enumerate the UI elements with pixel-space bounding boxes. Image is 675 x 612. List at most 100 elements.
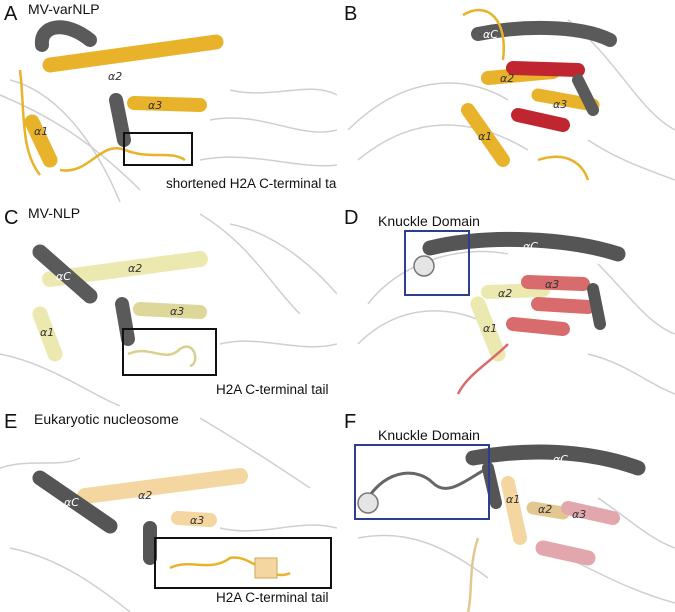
label-ac: αC bbox=[553, 453, 568, 466]
label-a3: α3 bbox=[553, 98, 567, 111]
panel-title-a: MV-varNLP bbox=[28, 1, 100, 17]
helix-ac bbox=[471, 20, 617, 47]
label-a2: α2 bbox=[538, 503, 552, 516]
label-a3: α3 bbox=[148, 99, 162, 112]
background-dna-strands bbox=[0, 79, 337, 202]
helix-a1 bbox=[470, 296, 506, 362]
tail-coil bbox=[254, 557, 278, 579]
knuckle-domain-box-d bbox=[404, 230, 470, 296]
helix-partner bbox=[572, 74, 599, 116]
histone-helices bbox=[461, 8, 617, 181]
knuckle-head bbox=[357, 492, 379, 514]
panel-letter-e: E bbox=[4, 411, 18, 433]
panel-a: αC α2 α3 α1 A MV-varNLP shortened H2A C-… bbox=[0, 0, 337, 202]
helix-a2-salmon bbox=[531, 297, 595, 314]
label-ac: αC bbox=[523, 240, 538, 253]
panel-f: αC α2 α3 α1 F Knuckle Domain bbox=[338, 408, 675, 612]
panel-caption-a: shortened H2A C-terminal tail bbox=[166, 176, 337, 191]
label-a2: α2 bbox=[138, 489, 152, 502]
background-dna-strands bbox=[0, 417, 337, 612]
helix-a1 bbox=[501, 476, 527, 545]
helix-a2 bbox=[42, 34, 224, 73]
helix-a1 bbox=[32, 306, 63, 362]
helix-a2-lower bbox=[506, 317, 570, 336]
helix-a3 bbox=[127, 96, 207, 112]
loop-trace bbox=[462, 8, 590, 181]
helix-a2-tan bbox=[526, 501, 570, 520]
label-a2: α2 bbox=[498, 287, 512, 300]
panel-letter-f: F bbox=[344, 411, 357, 433]
helix-a3-partner bbox=[109, 93, 131, 147]
knuckle-head bbox=[413, 255, 435, 277]
label-a3: α3 bbox=[545, 278, 559, 291]
label-a1: α1 bbox=[483, 322, 497, 335]
helix-partner bbox=[587, 283, 606, 330]
panel-title-c: MV-NLP bbox=[28, 205, 81, 221]
helix-partner bbox=[115, 297, 135, 346]
helix-a1 bbox=[24, 114, 58, 168]
label-a1: α1 bbox=[478, 130, 492, 143]
panel-letter-a: A bbox=[4, 3, 18, 25]
label-ac: αC bbox=[56, 270, 71, 283]
helix-ac bbox=[32, 244, 98, 304]
panel-letter-b: B bbox=[344, 3, 358, 25]
helix-a3 bbox=[171, 511, 217, 527]
label-a1: α1 bbox=[506, 493, 520, 506]
panel-caption-c: H2A C-terminal tail bbox=[216, 382, 329, 397]
loop-trace bbox=[456, 343, 509, 395]
label-a1: α1 bbox=[40, 326, 54, 339]
helix-ac bbox=[465, 444, 646, 476]
helix-a2-yellow bbox=[481, 283, 550, 299]
knuckle-domain-box-f bbox=[354, 444, 490, 520]
helix-a2-red bbox=[511, 108, 570, 132]
panel-e: αC α2 α3 E Eukaryotic nucleosome H2A C-t… bbox=[0, 408, 337, 612]
helix-ac bbox=[35, 20, 97, 52]
panel-d-structure: αC α2 α3 α1 bbox=[357, 231, 675, 395]
panel-caption-e: H2A C-terminal tail bbox=[216, 590, 329, 605]
label-ac: αC bbox=[55, 38, 70, 51]
label-ac: αC bbox=[483, 28, 498, 41]
helix-a3 bbox=[561, 501, 620, 525]
panel-c: αC α2 α3 α1 C MV-NLP H2A C-terminal tail bbox=[0, 204, 337, 406]
helix-ac bbox=[32, 470, 118, 534]
panel-title-f: Knuckle Domain bbox=[378, 427, 480, 443]
loop-trace bbox=[466, 537, 480, 612]
tail-highlight-box-e bbox=[154, 537, 332, 589]
helix-a3-red bbox=[506, 61, 585, 77]
label-a3: α3 bbox=[170, 305, 184, 318]
histone-helices bbox=[32, 244, 208, 368]
helix-a3 bbox=[133, 302, 207, 319]
panel-d: αC α2 α3 α1 D Knuckle Domain bbox=[338, 204, 675, 406]
helix-a2 bbox=[77, 468, 248, 504]
label-a2: α2 bbox=[128, 262, 142, 275]
tail-highlight-box-a bbox=[123, 132, 193, 166]
panel-b: αC α2 α3 α1 B bbox=[338, 0, 675, 202]
panel-b-structure: αC α2 α3 α1 bbox=[347, 8, 675, 181]
label-a3: α3 bbox=[190, 514, 204, 527]
panel-title-d: Knuckle Domain bbox=[378, 213, 480, 229]
label-a3: α3 bbox=[572, 508, 586, 521]
label-a2: α2 bbox=[500, 72, 514, 85]
helix-ac bbox=[422, 231, 626, 262]
helix-a3-salmon bbox=[521, 275, 590, 291]
tail-highlight-box-c bbox=[122, 328, 217, 376]
knuckle-loop bbox=[366, 466, 489, 499]
helix-a1 bbox=[461, 103, 510, 167]
helix-a2-pink bbox=[535, 540, 596, 566]
panel-title-e: Eukaryotic nucleosome bbox=[34, 411, 179, 427]
label-ac: αC bbox=[64, 496, 79, 509]
background-dna-strands bbox=[357, 497, 675, 604]
histone-helices bbox=[413, 231, 626, 395]
background-dna-strands bbox=[0, 213, 337, 406]
panel-letter-c: C bbox=[4, 207, 19, 229]
background-dna-strands bbox=[347, 19, 675, 181]
panel-letter-d: D bbox=[344, 207, 359, 229]
histone-helices bbox=[32, 468, 291, 579]
label-a2: α2 bbox=[108, 70, 122, 83]
panel-a-structure: αC α2 α3 α1 bbox=[0, 20, 337, 202]
label-a1: α1 bbox=[34, 125, 48, 138]
histone-helices bbox=[18, 20, 224, 176]
loop-trace bbox=[127, 345, 197, 368]
panel-c-structure: αC α2 α3 α1 bbox=[0, 213, 337, 406]
panel-e-structure: αC α2 α3 bbox=[0, 417, 337, 612]
